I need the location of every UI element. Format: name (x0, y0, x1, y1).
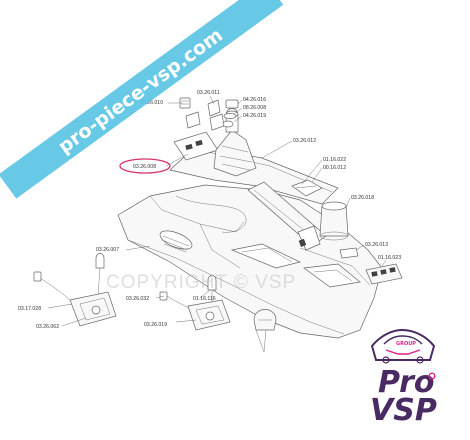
cup-holder-insert (319, 201, 349, 241)
logo-dot-icon (428, 372, 436, 380)
gear-knob (253, 309, 277, 353)
part-label: 01.16.023 (378, 255, 401, 261)
part-label: 04.26.019 (243, 113, 266, 119)
logo-tag: GROUP (396, 341, 416, 347)
switch-panel (365, 263, 403, 285)
part-label: 01.16.116 (193, 296, 216, 302)
center-console-body (117, 184, 383, 339)
storage-lid (247, 181, 327, 251)
gear-shifter-assembly-middle (159, 275, 231, 331)
highlight-ring (119, 158, 171, 174)
gear-shifter-assembly-left (33, 253, 117, 327)
hinge-bracket (291, 179, 323, 197)
copyright-watermark: COPYRIGHT © VSP (106, 272, 296, 293)
part-label: 03.26.007 (96, 247, 119, 253)
retaining-clip (339, 247, 359, 259)
part-label: 01.16.022 (323, 157, 346, 163)
part-label: 03.26.011 (197, 90, 220, 96)
part-label: 00.16.012 (323, 165, 346, 171)
part-label: 03.26.008 (133, 164, 156, 170)
part-label: 03.26.019 (144, 322, 167, 328)
part-label: 03.17.028 (18, 306, 41, 312)
logo-brand-top: Pro (378, 365, 434, 400)
logo-brand-bottom: VSP (370, 393, 437, 428)
part-label: 03.26.032 (126, 296, 149, 302)
part-label: 03.26.018 (351, 195, 374, 201)
part-label: 03.26.062 (36, 324, 59, 330)
brand-logo: GROUP Pro VSP (370, 328, 437, 428)
part-label: 03.26.010 (140, 100, 163, 106)
part-label: 08.26.008 (243, 105, 266, 111)
car-silhouette-icon (370, 328, 436, 361)
drawing (33, 95, 403, 353)
part-label: 03.26.012 (293, 138, 316, 144)
switch-components (179, 97, 239, 131)
part-label: 03.26.013 (365, 242, 388, 248)
leader-lines (47, 95, 387, 327)
part-labels: 03.26.010 03.26.011 04.26.016 08.26.008 … (18, 90, 401, 330)
part-label: 04.26.016 (243, 97, 266, 103)
